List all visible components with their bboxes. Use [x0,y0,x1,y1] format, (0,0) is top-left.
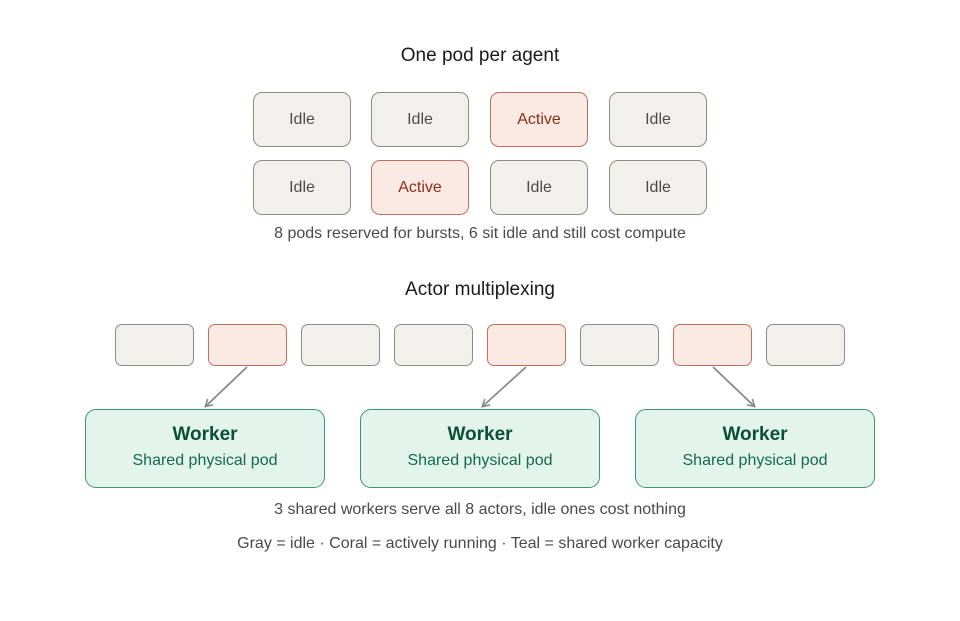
arrow-actor5-worker2 [481,366,527,408]
actor-8 [766,324,845,366]
pod-5: Idle [253,160,351,215]
worker-3: Worker Shared physical pod [635,409,875,488]
pod-label: Idle [289,178,315,196]
worker-title: Worker [447,424,513,445]
actor-1 [115,324,194,366]
arrow-actor7-worker3 [712,366,756,408]
pod-8: Idle [609,160,707,215]
legend-text: Gray = idle · Coral = actively running ·… [237,535,723,552]
arrow-actor2-worker1 [204,366,248,408]
pod-label: Idle [407,110,433,128]
pod-1: Idle [253,92,351,147]
worker-title: Worker [172,424,238,445]
pod-label: Active [517,110,561,128]
pod-label: Idle [645,110,671,128]
pod-6: Active [371,160,469,215]
worker-1: Worker Shared physical pod [85,409,325,488]
pod-2: Idle [371,92,469,147]
pod-label: Idle [526,178,552,196]
actor-3 [301,324,380,366]
actor-2 [208,324,287,366]
section-title-pod-per-agent: One pod per agent [400,45,560,66]
actor-6 [580,324,659,366]
section2-caption: 3 shared workers serve all 8 actors, idl… [274,501,686,518]
section-title-actor-multiplexing: Actor multiplexing [405,279,555,300]
pod-label: Idle [645,178,671,196]
pod-7: Idle [490,160,588,215]
pod-label: Idle [289,110,315,128]
section1-caption: 8 pods reserved for bursts, 6 sit idle a… [274,225,686,242]
pod-4: Idle [609,92,707,147]
worker-subtitle: Shared physical pod [407,452,553,469]
worker-2: Worker Shared physical pod [360,409,600,488]
actor-7 [673,324,752,366]
actor-4 [394,324,473,366]
worker-subtitle: Shared physical pod [132,452,278,469]
worker-title: Worker [722,424,788,445]
worker-subtitle: Shared physical pod [682,452,828,469]
pod-3: Active [490,92,588,147]
actor-5 [487,324,566,366]
pod-label: Active [398,178,442,196]
